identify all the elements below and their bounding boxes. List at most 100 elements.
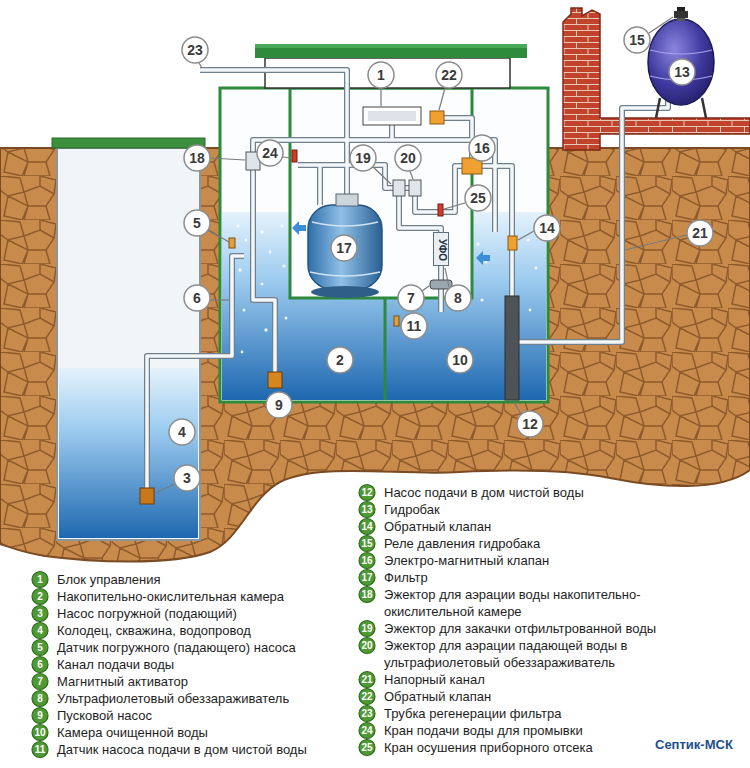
callout-circle [445,285,471,311]
equipment [368,111,416,121]
callout-circle [368,62,394,88]
watermark: Септик-МСК [655,738,733,751]
callout-circle [257,140,283,166]
legend-number: 12 [361,488,372,498]
equipment [268,372,282,388]
leader-line [439,88,445,110]
callout-circle [398,285,424,311]
equipment [140,107,519,504]
legend-number: 18 [361,590,372,600]
legend-text: Камера очищенной воды [57,724,208,741]
legend-number: 1 [37,575,43,585]
callout-circle [401,313,427,339]
callout-circle [174,465,200,491]
equipment [508,236,517,250]
pipes [390,125,394,140]
leader-line [208,230,229,242]
equipment [505,296,519,400]
legend-number-circle [359,553,375,569]
equipment [430,111,444,124]
hydro-tank [650,50,712,80]
legend-number: 3 [37,609,43,619]
legend-number: 20 [361,641,372,651]
callout-number: 10 [452,353,468,367]
air-bubbles [269,251,272,254]
uv-unit-box: УФО [433,232,449,266]
legend-text: Накопительно-окислительная камера [57,588,284,605]
hydro-tank [648,19,714,105]
filter [308,205,382,289]
equipment [292,150,297,162]
callout-number: 18 [189,151,205,165]
leader-line [444,203,465,209]
legend-number: 21 [361,675,372,685]
legend-number-circle [359,706,375,722]
legend-number: 5 [37,643,43,653]
legend-number: 11 [35,745,46,755]
legend-text: Обратный клапан [384,518,491,535]
callout-circle [447,347,473,373]
legend-number-circle [359,485,375,501]
air-bubbles [236,224,239,227]
legend-text: Магнитный активатор [57,673,188,690]
pipes [200,70,347,196]
callout-number: 23 [187,43,203,57]
air-bubbles [477,243,480,246]
pipes [317,165,323,205]
filter [308,194,382,298]
callout-number: 1 [377,68,385,82]
flow-arrow [292,221,490,265]
legend-number-circle [359,502,375,518]
equipment [140,488,154,504]
legend-text: Пусковой насос [57,707,152,724]
pipes [147,70,668,492]
callout-circle [669,59,695,85]
legend-number-circle [32,606,48,622]
brick-wall [563,8,750,150]
leader-line [199,63,202,68]
pipes [147,70,668,492]
equipment [363,107,421,125]
callout-circle [350,145,376,171]
leader-line [210,299,229,300]
callout-circle [327,347,353,373]
callout-number: 5 [193,216,201,230]
callout-number: 20 [400,151,416,165]
equipment [438,204,443,216]
pipes [253,140,495,372]
air-bubbles [526,238,529,241]
well [57,148,200,540]
legend-number-circle [359,638,375,654]
legend-number: 25 [361,743,372,753]
hydro-tank [656,98,660,118]
legend-number-circle [359,621,375,637]
leader-line [373,167,391,184]
well [52,138,205,540]
legend-text: Трубка регенерации фильтра [384,705,562,722]
air-bubbles [236,224,537,353]
legend-number-circle [359,723,375,739]
legend-text: Фильтр [384,569,428,586]
callout-circle [469,135,495,161]
callout-circle [534,215,560,241]
legend-number-circle [32,674,48,690]
pipes [147,70,668,492]
legend-text: Насос погружной (подающий) [57,605,237,622]
leader-line [649,17,673,33]
air-bubbles [260,230,264,234]
callout-circle [687,220,713,246]
callout-circle [517,411,543,437]
pipes [147,256,244,492]
air-bubbles [243,309,246,312]
legend-number: 23 [361,709,372,719]
station-body [220,44,548,402]
well [52,138,205,148]
callout-number: 25 [470,191,486,205]
legend-number-circle [32,640,48,656]
legend-text: Канал подачи воды [57,656,174,673]
legend-number-circle [32,725,48,741]
legend-number: 10 [34,728,45,738]
legend-text: Датчик погружного (падающего) насоса [57,639,296,656]
callout-number: 19 [355,151,371,165]
